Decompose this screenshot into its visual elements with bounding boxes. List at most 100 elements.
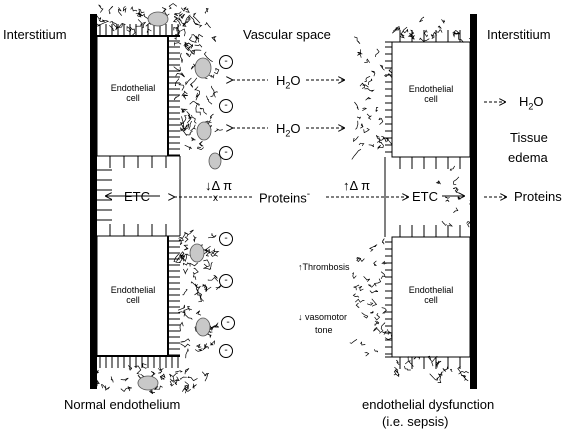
glycocalyx-strand [193,235,197,243]
glycocalyx-strand [409,29,415,37]
glycocalyx-strand [213,67,220,75]
glycocalyx-strand [457,365,464,378]
dysfunctional-endothelium-wall [349,16,478,383]
glycocalyx-strand [378,142,384,149]
glycocalyx-strand [354,101,359,110]
glycocalyx-strand [169,373,174,378]
glycocalyx-strand [169,380,174,387]
glycocalyx-strand [211,233,215,238]
glycocalyx-strand [379,330,388,335]
glycocalyx-strand [351,148,362,160]
glycocalyx-strand [185,8,190,13]
glycocalyx-strand [178,237,183,245]
glycocalyx-strand [365,96,372,101]
glycocalyx-strand [373,327,381,333]
glycocalyx-strand [109,21,118,29]
negative-charge-6: - [221,316,235,330]
glycocalyx-strand [173,25,180,31]
cell-label-left-upper-word1: Endothelial [110,83,156,93]
glycocalyx-strand [369,289,379,294]
glycocalyx-strand [174,78,180,87]
glycocalyx-strand [175,370,183,373]
glycocalyx-strand [182,288,188,296]
glycocalyx-strand [108,5,114,15]
glycocalyx-strand [171,372,178,382]
glycocalyx-strand [185,130,193,136]
glycocalyx-strand [185,77,192,86]
glycocalyx-strand [182,20,188,27]
glycocalyx-strand [186,229,194,238]
glycocalyx-strand [349,339,358,344]
glycocalyx-strand [195,104,201,116]
glycocalyx-strand [468,38,478,42]
glycocalyx-strand [159,375,165,381]
vascular-space-label: Vascular space [243,27,331,42]
h2o-label-top: H2O [276,74,301,91]
glycocalyx-strand [453,207,459,213]
glycocalyx-strand [373,260,377,266]
glycocalyx-strand [352,293,360,298]
glycocalyx-strand [197,290,201,296]
glycocalyx-strand [160,373,166,379]
glycocalyx-strand [437,371,444,376]
glycocalyx-strand [182,90,188,98]
glycocalyx-strand [371,298,378,307]
glycocalyx-strand [195,92,200,101]
right-basement-membrane [470,14,477,389]
glycocalyx-strand [463,376,469,382]
glycocalyx-strand [408,360,414,367]
glycocalyx-strand [98,19,105,22]
glycocalyx-strand [368,246,375,252]
glycocalyx-strand [357,49,362,58]
glycocalyx-strand [189,16,199,25]
glycocalyx-strand [191,136,196,142]
glycocalyx-strand [98,4,104,13]
glycocalyx-strand [385,137,393,145]
glycocalyx-strand [178,18,186,25]
glycocalyx-strand [364,88,375,93]
glycocalyx-strand [396,359,400,365]
glycocalyx-strand [178,237,184,241]
glycocalyx-strand [142,363,147,369]
glycocalyx-strand [186,114,192,123]
glycocalyx-strand [411,35,415,40]
glycocalyx-strand [158,367,163,374]
glycocalyx-strand [375,135,381,140]
glycocalyx-strand [388,68,393,74]
glycocalyx-strand [183,42,190,52]
glycocalyx-strand [195,343,202,349]
glycocalyx-strand [380,271,386,280]
glycocalyx-strand [210,249,216,257]
glycocalyx-strand [453,187,459,193]
glycocalyx-strand [402,29,409,34]
glycocalyx-strand [191,33,204,40]
glycocalyx-strand [356,116,361,120]
thrombosis-label: ↑Thrombosis [298,262,350,272]
glycocalyx-strand [146,28,152,33]
negative-charge-5: - [219,274,233,288]
glycocalyx-strand [427,355,433,362]
glycocalyx-strand [378,117,384,125]
tissue-label: Tissue [510,130,548,145]
glycocalyx-strand [182,14,191,26]
glycocalyx-strand [186,111,193,120]
glycocalyx-strand [370,310,374,314]
h2o-label-mid: H2O [276,122,301,139]
glycocalyx-strand [137,11,141,17]
cell-label-right-lower-word2: cell [424,295,438,306]
interstitium-right-label: Interstitium [487,27,551,42]
glycocalyx-strand [180,13,186,19]
glycocalyx-strand [404,356,409,365]
glycocalyx-strand [381,307,387,314]
glycocalyx-strand [192,383,197,389]
negative-charge-3: - [219,146,233,160]
cell-label-left-lower-word2: cell [126,295,140,306]
glycocalyx-strand [367,302,374,306]
glycocalyx-strand [364,58,370,63]
h2o-flux-arrows [232,80,505,128]
glycocalyx-strand [458,32,464,43]
glycocalyx-strand [100,19,110,25]
glycocalyx-strand [180,28,186,37]
cell-label-left-upper-word2: cell [126,93,140,104]
